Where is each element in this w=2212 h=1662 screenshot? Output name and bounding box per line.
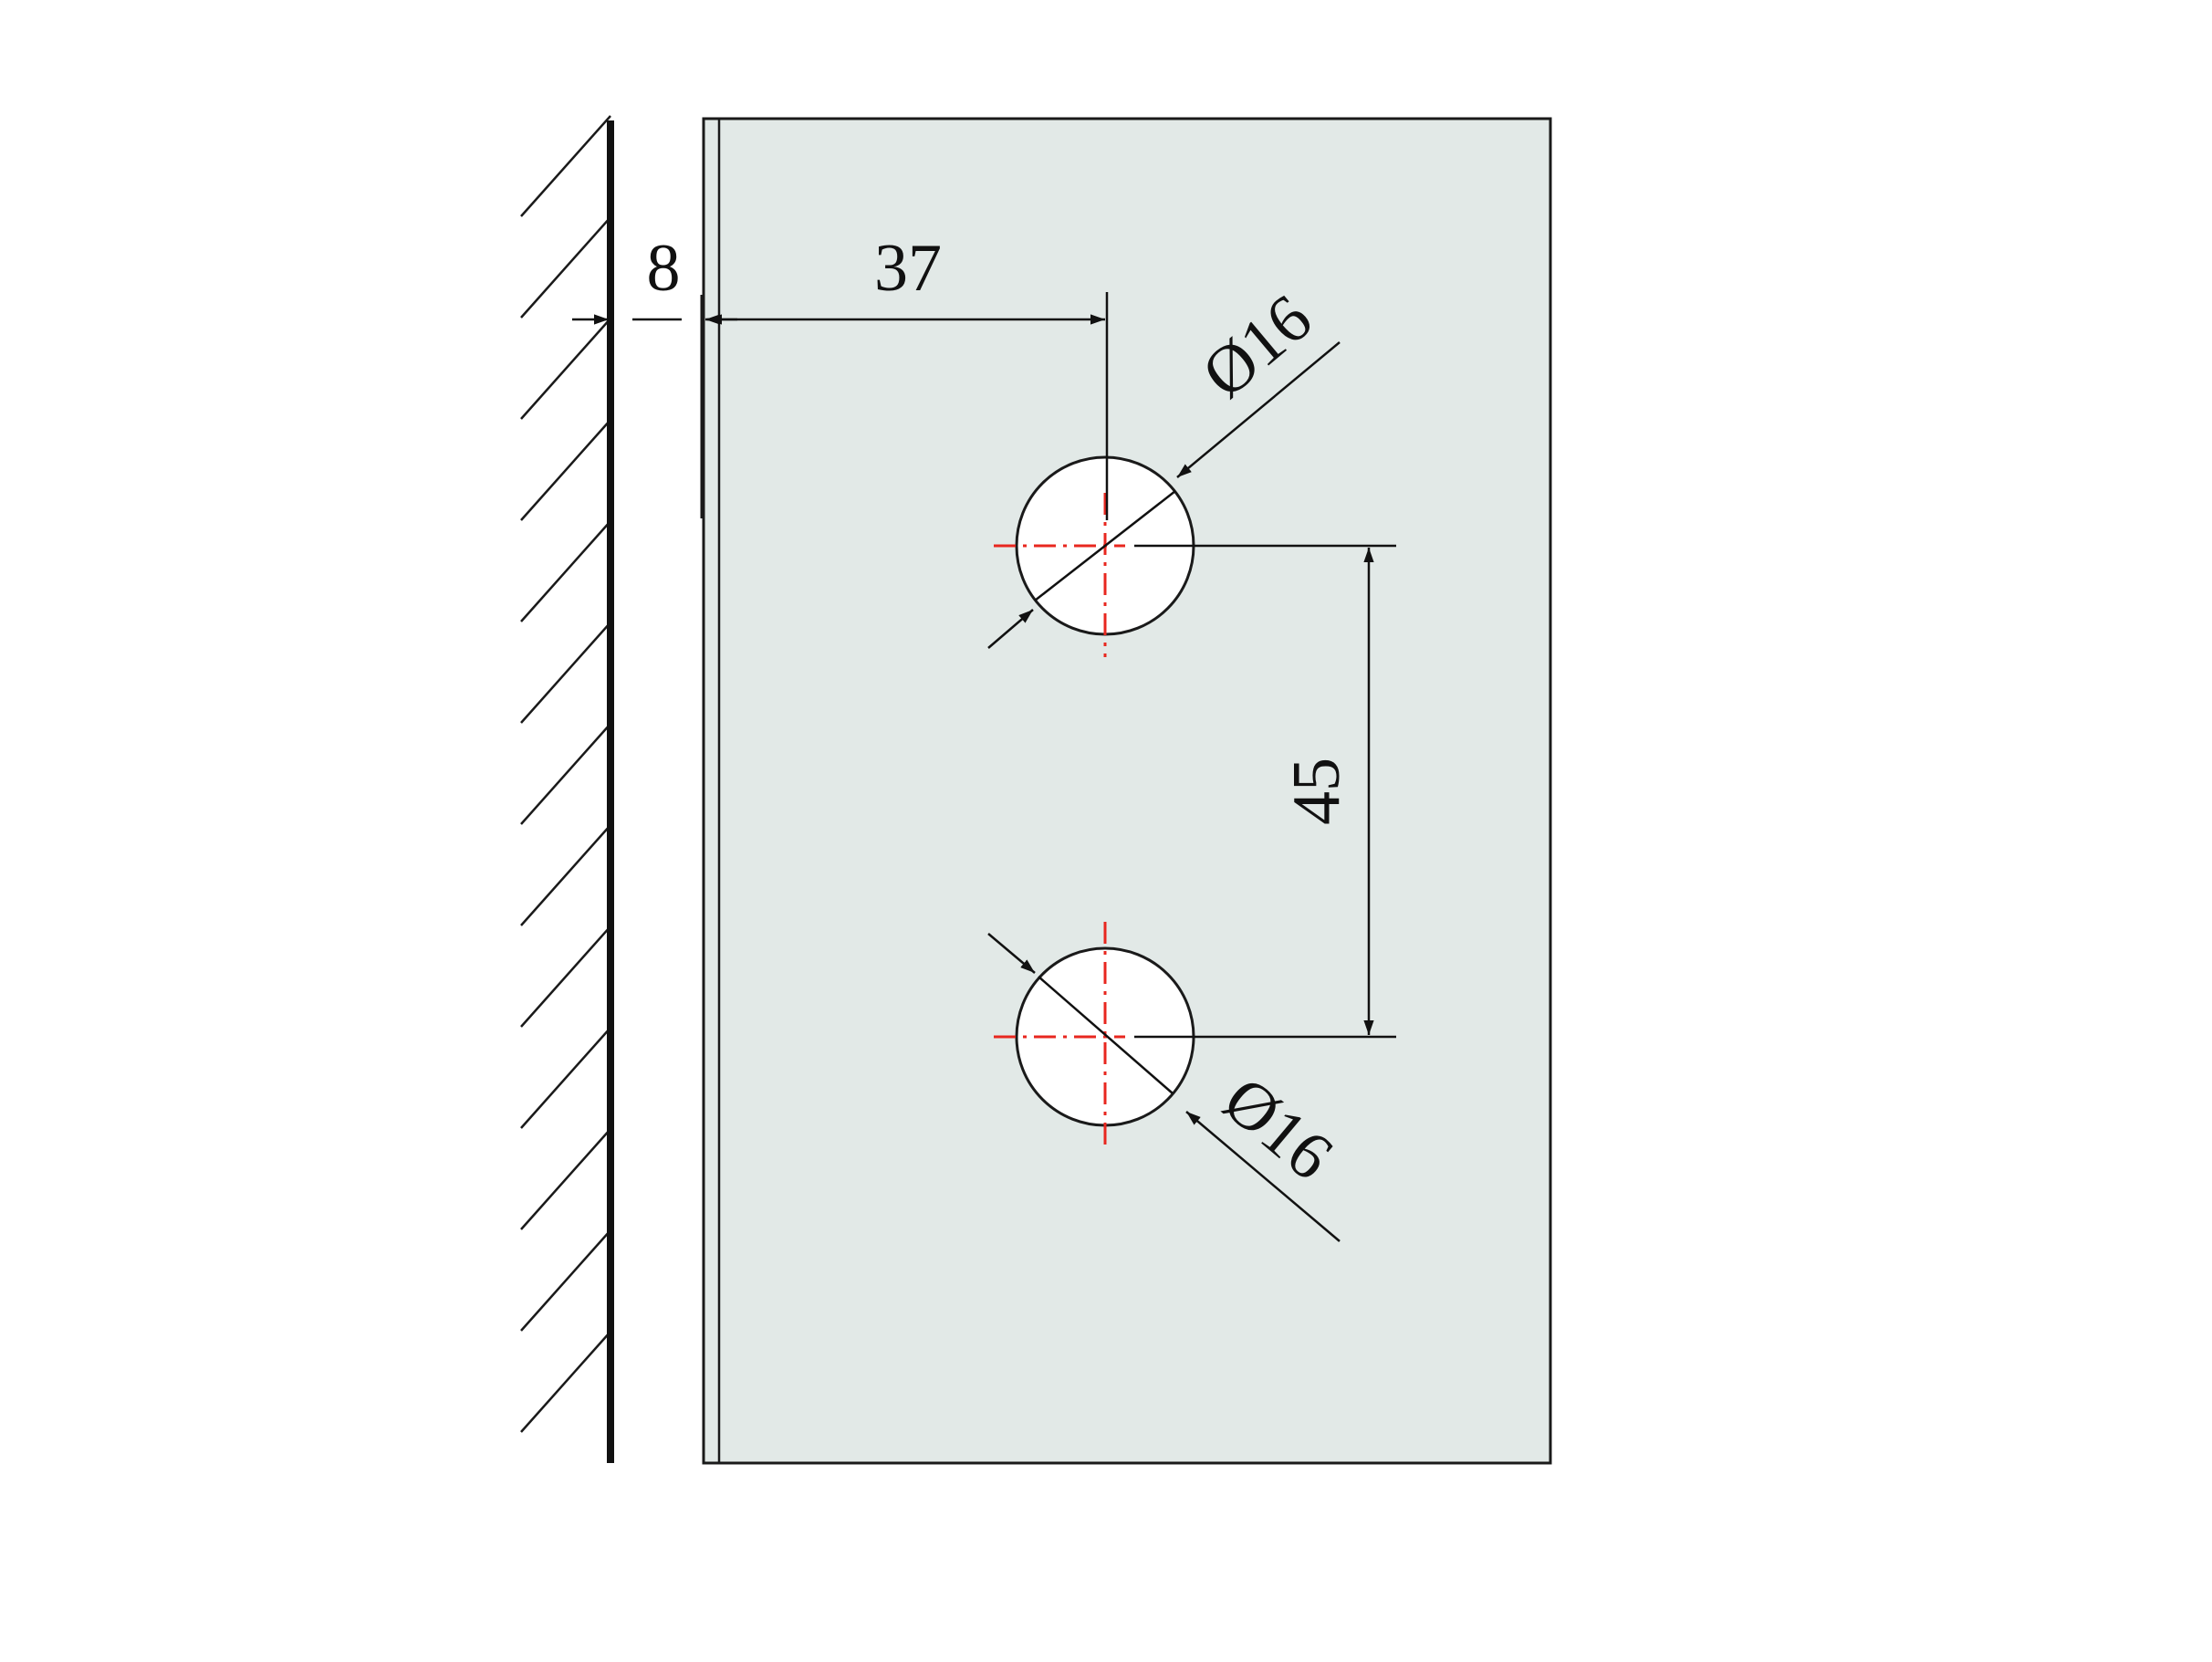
dim-diameter-top-leader-lower: [987, 609, 1034, 649]
hatch-line: [520, 1331, 611, 1433]
hatch-line: [520, 723, 611, 825]
hatch-line: [520, 419, 611, 521]
hatch-line: [520, 622, 611, 724]
dim-hole-offset: [707, 292, 1109, 520]
hatch-line: [520, 1027, 611, 1129]
dim-hole-spacing-label: 45: [1279, 758, 1354, 825]
hatch-line: [520, 216, 611, 319]
wall-hatching: [520, 115, 611, 1433]
hatch-line: [520, 1128, 611, 1230]
dim-diameter-top-line: [1034, 490, 1176, 601]
dim-diameter-bottom-leader-lower: [1185, 1111, 1341, 1242]
dim-hole-offset-label: 37: [874, 231, 942, 306]
hatch-line: [520, 318, 611, 420]
glass-panel-body: [702, 117, 1552, 1465]
dim-diameter-top: [987, 341, 1341, 649]
hatch-line: [520, 520, 611, 622]
dim-diameter-bottom: [987, 933, 1341, 1242]
dim-diameter-bottom-line: [1038, 976, 1174, 1094]
dim-diameter-bottom-leader-upper: [987, 933, 1036, 974]
glass-panel: [700, 117, 1552, 1465]
hatch-line: [520, 115, 611, 217]
wall: [520, 115, 614, 1463]
hatch-line: [520, 824, 611, 926]
dim-wall-gap-label: 8: [647, 231, 681, 306]
hatch-line: [520, 925, 611, 1028]
dim-hole-spacing: [1134, 544, 1396, 1039]
dim-diameter-top-leader-upper: [1176, 341, 1341, 478]
hatch-line: [520, 1229, 611, 1332]
